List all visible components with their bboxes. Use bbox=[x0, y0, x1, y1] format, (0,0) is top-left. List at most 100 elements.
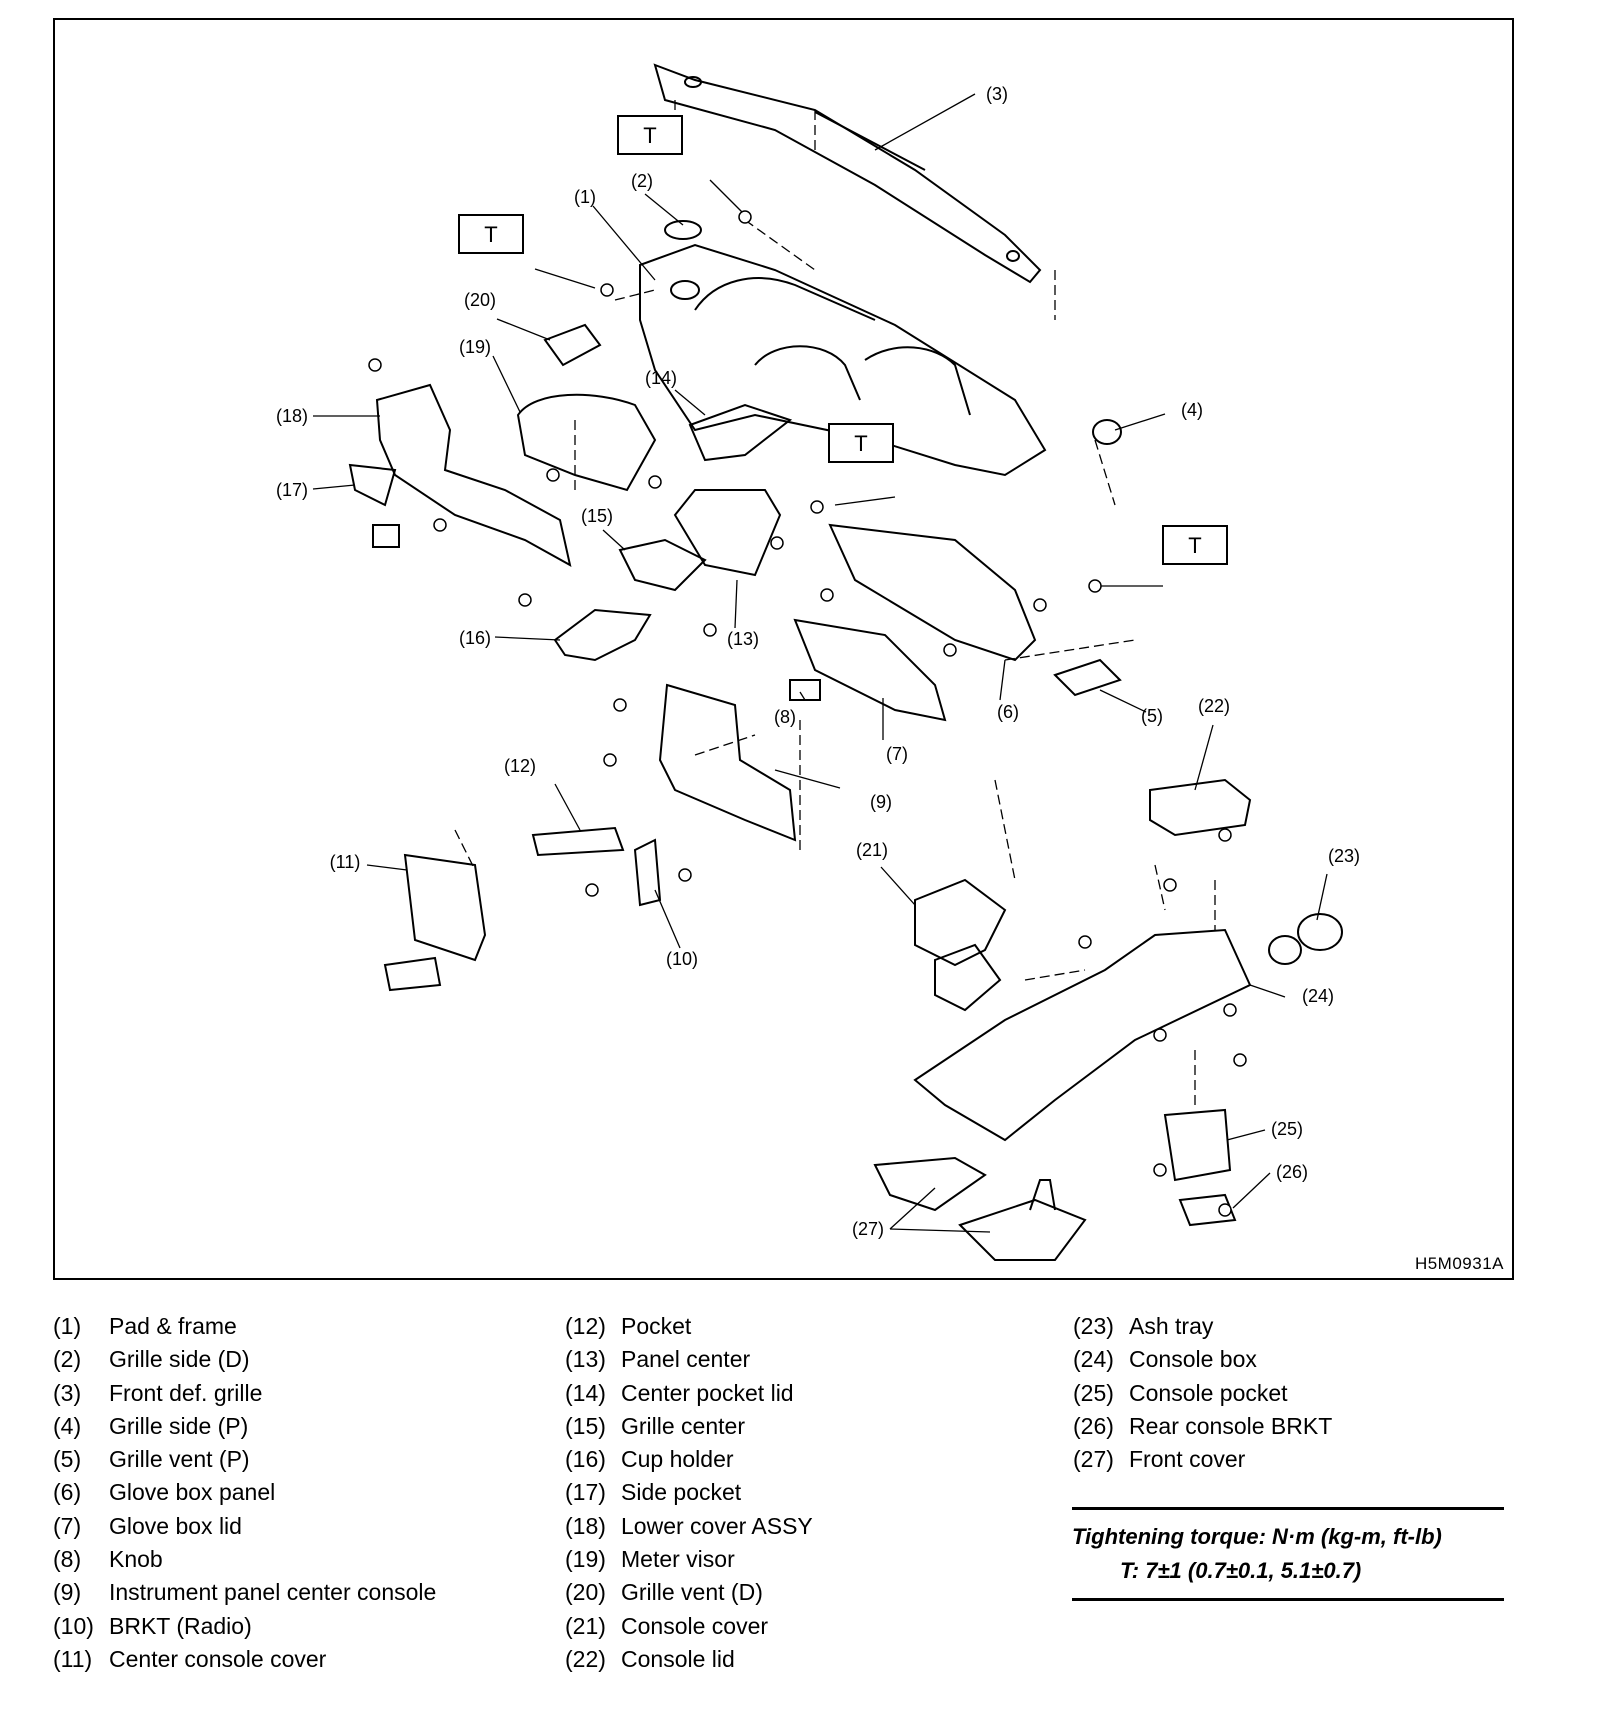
callout-10: (10) bbox=[666, 949, 698, 969]
legend-item-number: (10) bbox=[53, 1612, 94, 1639]
legend-item: (6)Glove box panel bbox=[53, 1476, 436, 1509]
legend-item-label: Cup holder bbox=[621, 1446, 734, 1473]
legend-item-label: Pad & frame bbox=[109, 1313, 237, 1339]
legend-item: (12)Pocket bbox=[565, 1310, 813, 1343]
legend-item-label: Console cover bbox=[621, 1612, 769, 1639]
callout-24: (24) bbox=[1302, 986, 1334, 1006]
part-brkt-radio bbox=[633, 838, 662, 907]
callout-13: (13) bbox=[727, 629, 759, 649]
torque-heading: Tightening torque: N·m (kg-m, ft-lb) bbox=[1072, 1524, 1442, 1549]
legend-item-label: Grille side (P) bbox=[109, 1412, 249, 1439]
legend-item-number: (16) bbox=[565, 1446, 606, 1473]
legend-item: (19)Meter visor bbox=[565, 1543, 813, 1576]
part-grille-vent-p bbox=[1053, 658, 1122, 697]
part-grille-center bbox=[618, 538, 707, 592]
leader-lines bbox=[312, 93, 1328, 1233]
legend-item-label: Glove box lid bbox=[109, 1512, 242, 1539]
legend-item-label: Front cover bbox=[1129, 1446, 1246, 1473]
legend-item: (13)Panel center bbox=[565, 1343, 813, 1376]
legend-item-number: (8) bbox=[53, 1546, 82, 1573]
legend-item-number: (23) bbox=[1073, 1313, 1114, 1339]
legend-item: (26)Rear console BRKT bbox=[1073, 1410, 1332, 1443]
legend-item-number: (4) bbox=[53, 1412, 82, 1439]
part-cup-holder bbox=[553, 608, 652, 662]
legend-item-number: (14) bbox=[565, 1379, 606, 1406]
callout-4: (4) bbox=[1181, 400, 1203, 420]
legend-item-number: (17) bbox=[565, 1479, 606, 1506]
legend-item-label: Instrument panel center console bbox=[109, 1579, 437, 1606]
callout-26: (26) bbox=[1276, 1162, 1308, 1182]
legend-item-number: (1) bbox=[53, 1313, 82, 1339]
legend-item: (23)Ash tray bbox=[1073, 1310, 1332, 1343]
part-console-pocket bbox=[1163, 1108, 1232, 1182]
legend-column-3: (23)Ash tray(24)Console box(25)Console p… bbox=[1073, 1310, 1332, 1476]
torque-box-label: T bbox=[643, 123, 656, 148]
legend-item-number: (5) bbox=[53, 1446, 82, 1473]
part-panel-center bbox=[673, 489, 782, 577]
callout-20: (20) bbox=[464, 290, 496, 310]
legend-item-number: (13) bbox=[565, 1346, 606, 1373]
part-side-pocket bbox=[348, 463, 397, 507]
callout-22: (22) bbox=[1198, 696, 1230, 716]
part-console-lid bbox=[1149, 778, 1252, 837]
legend-item-label: Meter visor bbox=[621, 1546, 735, 1573]
legend-item-label: Console lid bbox=[621, 1645, 735, 1672]
legend-item-number: (11) bbox=[53, 1645, 93, 1672]
callout-7: (7) bbox=[886, 744, 908, 764]
legend-item: (22) Console lid bbox=[565, 1643, 813, 1676]
callout-8: (8) bbox=[774, 707, 796, 727]
callout-5: (5) bbox=[1141, 706, 1163, 726]
part-grille-vent-d bbox=[543, 323, 602, 367]
legend-item-label: Lower cover ASSY bbox=[621, 1512, 813, 1539]
legend-item: (3) Front def. grille bbox=[53, 1377, 436, 1410]
assembly-lines bbox=[454, 100, 1216, 1110]
legend-item-number: (25) bbox=[1073, 1379, 1114, 1406]
torque-bottom-rule bbox=[1072, 1598, 1504, 1601]
legend-item: (25)Console pocket bbox=[1073, 1377, 1332, 1410]
legend-item: (15)Grille center bbox=[565, 1410, 813, 1443]
legend-item-number: (3) bbox=[53, 1379, 82, 1406]
legend-item-label: Center pocket lid bbox=[621, 1379, 794, 1406]
legend-item-number: (15) bbox=[565, 1412, 606, 1439]
torque-value: T: 7±1 (0.7±0.1, 5.1±0.7) bbox=[1120, 1558, 1362, 1583]
part-front-def-grille-slot bbox=[814, 111, 926, 171]
legend-item-label: Front def. grille bbox=[109, 1379, 263, 1406]
callout-19: (19) bbox=[459, 337, 491, 357]
diagram-artwork: T T T T (1) (2) (3) (4) (5) (6) (7) (8) … bbox=[276, 63, 1360, 1261]
part-console-cover bbox=[914, 878, 1007, 967]
legend-column-1: (1) Pad & frame (2) Grille side (D) (3) Front… bbox=[53, 1310, 436, 1676]
legend-item: (9)Instrument panel center console bbox=[53, 1576, 436, 1609]
figure-code: H5M0931A bbox=[1414, 1254, 1504, 1273]
legend-item-number: (24) bbox=[1073, 1346, 1114, 1373]
callout-11: (11) bbox=[330, 852, 361, 872]
legend-item: (2) Grille side (D) bbox=[53, 1343, 436, 1376]
callout-1: (1) bbox=[574, 187, 596, 207]
legend-item: (18)Lower cover ASSY bbox=[565, 1510, 813, 1543]
callout-17: (17) bbox=[276, 480, 308, 500]
legend-item: (7)Glove box lid bbox=[53, 1510, 436, 1543]
callout-labels: (1) (2) (3) (4) (5) (6) (7) (8) (9) (10)… bbox=[276, 84, 1360, 1239]
legend-item-label: BRKT (Radio) bbox=[109, 1612, 252, 1639]
legend-item-label: Grille side (D) bbox=[109, 1346, 250, 1373]
callout-27: (27) bbox=[852, 1219, 884, 1239]
legend-item-number: (21) bbox=[565, 1612, 606, 1639]
legend-item: (24)Console box bbox=[1073, 1343, 1332, 1376]
legend-item-label: Grille vent (D) bbox=[621, 1579, 763, 1606]
callout-3: (3) bbox=[986, 84, 1008, 104]
legend-item: (10) BRKT (Radio) bbox=[53, 1610, 436, 1643]
legend-item-label: Side pocket bbox=[621, 1479, 742, 1506]
torque-box-label: T bbox=[854, 431, 867, 456]
torque-top-rule bbox=[1072, 1507, 1504, 1510]
callout-2: (2) bbox=[631, 171, 653, 191]
part-pad-frame bbox=[639, 243, 1047, 477]
part-knob bbox=[789, 679, 821, 701]
legend-item-number: (22) bbox=[565, 1645, 606, 1672]
part-glove-box-lid bbox=[793, 618, 947, 722]
part-rear-console-brkt bbox=[1178, 1193, 1237, 1227]
legend-item: (17) Side pocket bbox=[565, 1476, 813, 1509]
part-center-console-cover bbox=[403, 853, 487, 962]
part-lower-cover bbox=[375, 383, 572, 567]
legend-item: (20)Grille vent (D) bbox=[565, 1576, 813, 1609]
part-glove-box-panel bbox=[828, 523, 1037, 662]
legend-item-number: (2) bbox=[53, 1346, 82, 1373]
